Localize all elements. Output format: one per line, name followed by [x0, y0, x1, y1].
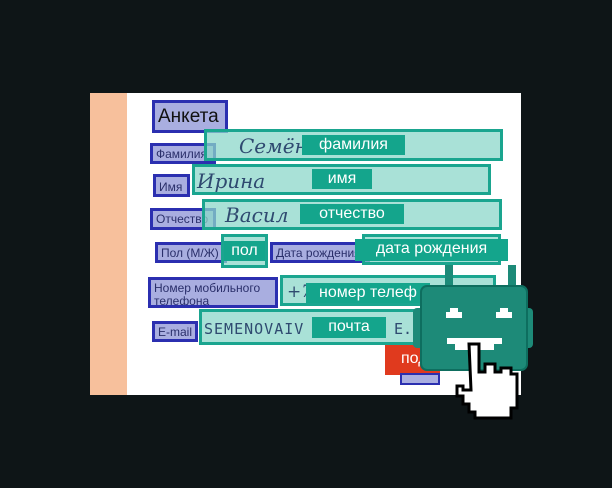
label-gender: Пол (М/Ж) — [155, 242, 227, 263]
email-value: SEMENOVAIV — [204, 320, 305, 338]
label-birthdate: Дата рождения — [270, 242, 370, 263]
pointer-hand-icon — [455, 342, 519, 420]
name-value: Ирина — [197, 169, 266, 193]
label-name: Имя — [153, 174, 190, 197]
annotation-name: имя — [312, 169, 372, 189]
annotation-gender: пол — [224, 241, 265, 261]
label-email: E-mail — [152, 321, 198, 342]
annotation-surname: фамилия — [302, 135, 405, 155]
robot-icon — [413, 265, 533, 420]
annotation-patronymic: отчество — [300, 204, 404, 224]
annotation-birthdate: дата рождения — [355, 239, 508, 261]
form-title: Анкета — [152, 100, 228, 133]
surname-value: Семён — [239, 134, 308, 158]
phone-value: +7 — [287, 282, 313, 302]
annotation-phone: номер телеф — [306, 283, 430, 303]
annotation-email: почта — [312, 317, 386, 338]
label-patronymic: Отчество — [150, 208, 216, 230]
signature-label — [400, 373, 440, 385]
label-phone: Номер мобильного телефона — [148, 277, 278, 308]
page-margin-stripe — [90, 93, 127, 395]
patronymic-value: Васил — [225, 203, 289, 227]
